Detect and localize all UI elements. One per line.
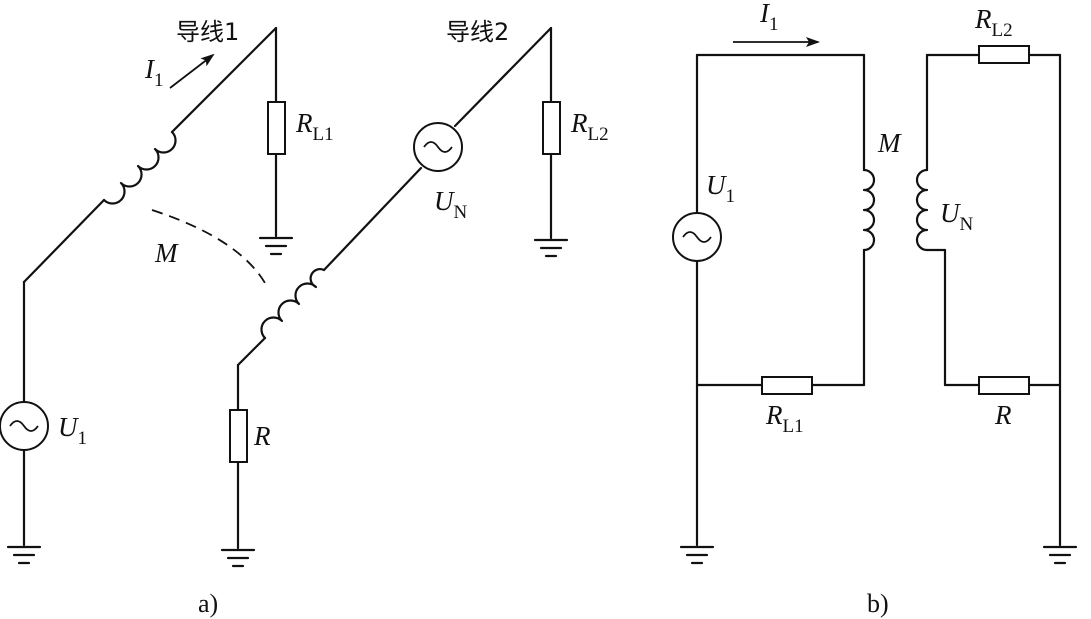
primary-coil bbox=[862, 168, 876, 252]
resistor-rl2-label: RL2 bbox=[974, 4, 1013, 41]
wire2-label: 导线2 bbox=[446, 18, 509, 46]
current-label: I1 bbox=[144, 54, 164, 91]
caption-b: b) bbox=[867, 589, 889, 618]
wire1-label: 导线1 bbox=[176, 18, 239, 46]
ground-icon bbox=[679, 545, 715, 565]
source-u1-label: U1 bbox=[58, 412, 87, 449]
resistor-rl1-label: RL1 bbox=[765, 400, 804, 437]
resistor-rl1 bbox=[267, 101, 286, 155]
resistor-r-label: R bbox=[253, 421, 271, 451]
secondary-coil bbox=[915, 168, 929, 252]
ac-source-icon bbox=[9, 420, 39, 432]
resistor-r bbox=[229, 409, 248, 463]
noise-source-label: UN bbox=[434, 186, 468, 223]
wire2-diagonal-upper bbox=[453, 26, 553, 128]
ground-icon bbox=[6, 545, 42, 565]
wire1-diagonal-lower bbox=[22, 198, 106, 284]
ground-icon bbox=[1042, 545, 1078, 565]
primary-loop bbox=[672, 53, 876, 547]
resistor-rl2 bbox=[542, 101, 561, 155]
wire2-circuit bbox=[229, 26, 561, 550]
resistor-r bbox=[978, 376, 1030, 395]
current-arrow bbox=[169, 53, 215, 89]
resistor-rl2 bbox=[978, 45, 1030, 64]
wire1-circuit bbox=[0, 26, 286, 547]
wire1-diagonal-upper bbox=[170, 26, 278, 134]
ac-source-icon bbox=[682, 231, 712, 243]
diagram-a: 导线1 导线2 I1 M U1 UN RL1 RL2 R a) bbox=[0, 18, 609, 618]
wire2-diagonal-lower bbox=[236, 336, 267, 367]
mutual-label: M bbox=[877, 128, 902, 158]
noise-source-label: UN bbox=[940, 198, 974, 235]
resistor-rl1-label: RL1 bbox=[295, 108, 334, 145]
caption-a: a) bbox=[198, 589, 218, 618]
resistor-rl1 bbox=[761, 376, 813, 395]
mutual-label: M bbox=[154, 238, 179, 268]
resistor-r-label: R bbox=[994, 400, 1012, 430]
ground-icon bbox=[258, 236, 294, 256]
wire1-coil bbox=[102, 130, 177, 205]
wire2-coil bbox=[260, 268, 326, 340]
source-u1-label: U1 bbox=[706, 170, 735, 207]
ac-source-icon bbox=[423, 141, 453, 153]
wire2-diagonal-mid bbox=[322, 166, 423, 272]
resistor-rl2-label: RL2 bbox=[570, 108, 609, 145]
ground-icon bbox=[220, 548, 256, 568]
ground-icon bbox=[533, 238, 569, 258]
secondary-loop bbox=[915, 45, 1062, 547]
diagram-b: I1 M U1 UN RL1 RL2 R b) bbox=[672, 0, 1078, 618]
mutual-coupling-arc bbox=[151, 209, 266, 284]
current-label: I1 bbox=[759, 0, 779, 35]
